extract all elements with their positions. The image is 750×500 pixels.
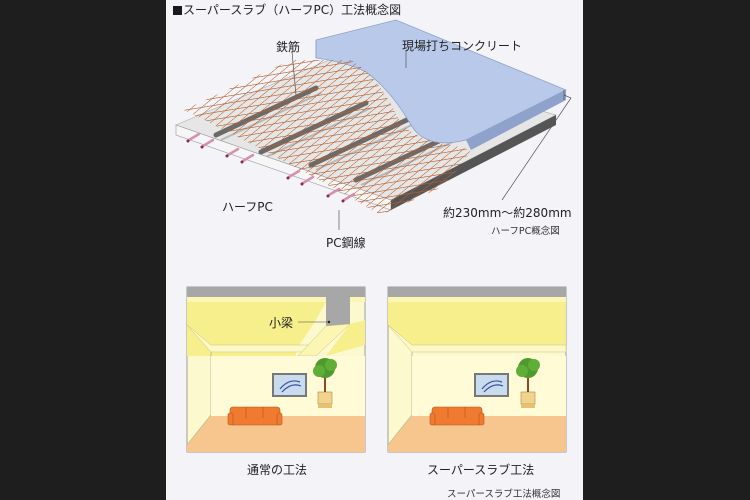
small-beam-label: 小梁 — [269, 316, 294, 330]
half-pc-illustration — [175, 19, 572, 230]
cast-concrete-label: 現場打ちコンクリート — [402, 39, 523, 53]
conventional-method-label: 通常の工法 — [247, 463, 308, 477]
figure-title: スーパースラブ（ハーフPC）工法概念図 — [173, 1, 401, 18]
square-bullet-icon — [173, 6, 182, 15]
rebar-label: 鉄筋 — [276, 40, 301, 54]
diagram-panel: スーパースラブ（ハーフPC）工法概念図 — [166, 0, 583, 500]
super-slab-room — [387, 286, 567, 453]
thickness-label: 約230mm〜約280mm — [443, 206, 572, 220]
pc-steel-wire-label: PC鋼線 — [326, 236, 366, 250]
super-slab-caption: スーパースラブ工法概念図 — [447, 489, 561, 500]
half-pc-label: ハーフPC — [222, 200, 273, 214]
conventional-room — [186, 286, 366, 453]
half-pc-caption: ハーフPC概念図 — [491, 226, 560, 237]
figure-title-text: スーパースラブ（ハーフPC）工法概念図 — [183, 3, 402, 17]
room-comparison-illustration — [186, 286, 567, 453]
super-slab-method-label: スーパースラブ工法 — [427, 463, 535, 477]
